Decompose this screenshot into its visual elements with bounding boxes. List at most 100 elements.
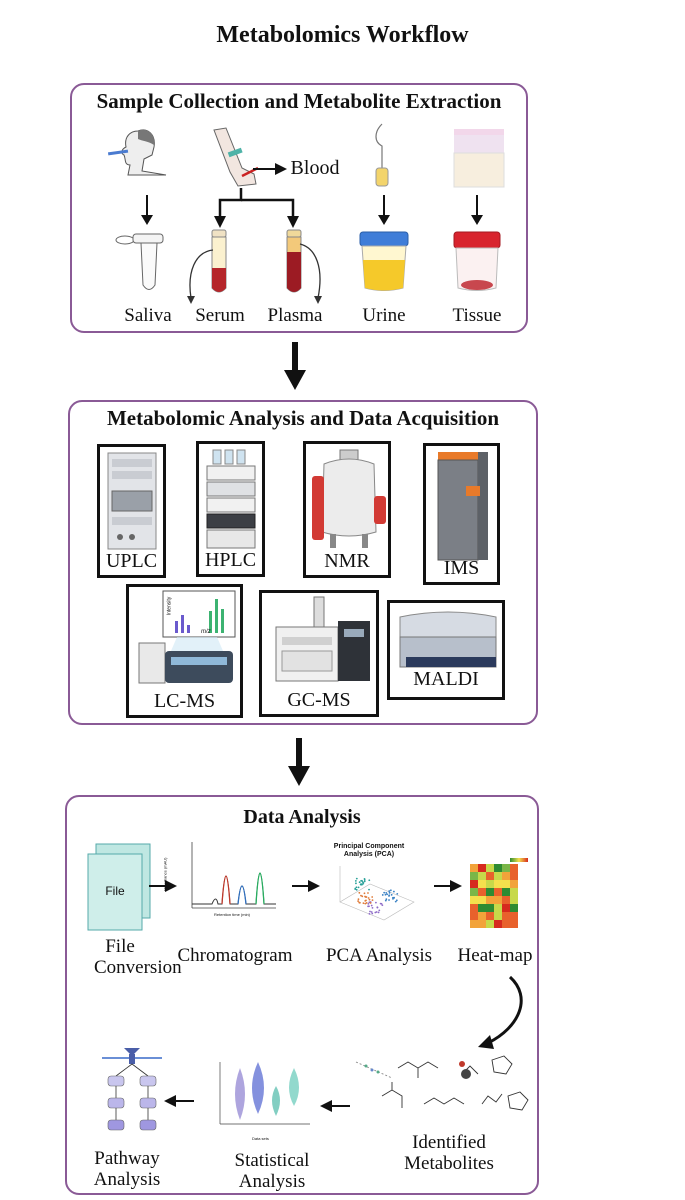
pca-point	[386, 893, 389, 896]
pca-point	[388, 894, 391, 897]
sample-collection-panel	[70, 83, 528, 333]
tissue-section-icon	[453, 129, 505, 188]
pca-point	[381, 894, 384, 896]
heatmap-cell	[502, 904, 510, 912]
heatmap-cell	[486, 880, 494, 888]
serum-tube-icon	[187, 229, 227, 304]
pathway-diagram-icon	[102, 1048, 162, 1131]
chromatogram-x-label: Retention time (min)	[214, 912, 251, 917]
heatmap-cell	[486, 888, 494, 896]
pca-point	[395, 899, 398, 902]
pca-point	[354, 888, 357, 891]
sample-label-tissue: Tissue	[452, 305, 502, 326]
arrow-down	[471, 195, 483, 225]
pca-point	[360, 894, 362, 897]
heatmap-cell	[494, 864, 502, 872]
heatmap-cell	[510, 904, 518, 912]
pca-point	[362, 882, 364, 885]
heatmap-cell	[478, 904, 486, 912]
instrument-label-gc-ms: GC-MS	[287, 689, 351, 711]
pca-point	[392, 897, 394, 900]
pca-scatter-icon	[339, 866, 415, 921]
pca-point	[368, 912, 371, 915]
pca-point	[364, 902, 367, 905]
heatmap-cell	[510, 872, 518, 880]
sample-collection-title: Sample Collection and Metabolite Extract…	[96, 89, 502, 113]
curved-arrow	[478, 975, 523, 1049]
blood-label: Blood	[290, 157, 340, 179]
heatmap-cell	[470, 872, 478, 880]
heatmap-cell	[470, 912, 478, 920]
pca-point	[363, 892, 366, 895]
metabolomic-analysis-panel	[68, 400, 538, 725]
heatmap-cell	[494, 888, 502, 896]
sample-label-plasma: Plasma	[267, 305, 323, 326]
sample-label-urine: Urine	[362, 305, 406, 326]
pca-point	[367, 892, 369, 894]
uplc-instrument-icon	[107, 452, 157, 550]
pca-title: Principal Component Analysis (PCA)	[333, 843, 405, 858]
heatmap-cell	[502, 896, 510, 904]
heatmap-cell	[502, 880, 510, 888]
instrument-label-ims: IMS	[443, 557, 480, 579]
pca-point	[368, 905, 370, 908]
pca-point	[385, 898, 388, 901]
pca-point	[355, 886, 358, 889]
heatmap-cell	[470, 864, 478, 872]
heatmap-cell	[470, 904, 478, 912]
pca-point	[359, 901, 361, 904]
pca-point	[383, 891, 386, 894]
heatmap-cell	[502, 920, 510, 928]
pca-point	[369, 910, 371, 913]
heatmap-cell	[502, 888, 510, 896]
heatmap-cell	[470, 920, 478, 928]
pca-point	[390, 893, 393, 896]
heatmap-cell	[510, 864, 518, 872]
pca-point	[367, 902, 370, 905]
arrow-down	[141, 195, 153, 225]
pca-point	[375, 901, 377, 904]
heatmap-cell	[478, 864, 486, 872]
heatmap-cell	[494, 912, 502, 920]
arrow-left	[320, 1100, 350, 1112]
heatmap-cell	[494, 880, 502, 888]
instrument-label-hplc: HPLC	[204, 549, 257, 571]
heatmap-cell	[478, 896, 486, 904]
heatmap-cell	[502, 872, 510, 880]
instrument-label-lc-ms: LC-MS	[153, 690, 216, 712]
instrument-ims: IMS	[423, 443, 500, 585]
pca-point	[365, 896, 368, 898]
pca-point	[358, 891, 361, 894]
heatmap-cell	[494, 872, 502, 880]
instrument-hplc: HPLC	[196, 441, 265, 577]
heatmap-cell	[478, 872, 486, 880]
pca-point	[371, 912, 374, 915]
heatmap-cell	[502, 912, 510, 920]
pca-point	[364, 895, 366, 898]
gc-ms-instrument-icon	[275, 596, 370, 682]
chromatogram-y-label: Absorbance (mAU)	[162, 857, 168, 892]
file-icon-text: File	[105, 884, 125, 898]
arrow-right	[434, 880, 462, 892]
file-icon	[87, 843, 151, 931]
pca-point	[357, 900, 360, 902]
step-label-chromatogram: Chromatogram	[177, 945, 293, 966]
pca-point	[371, 896, 374, 898]
step-label-file-conversion: File Conversion	[94, 936, 182, 978]
pca-point	[355, 877, 358, 880]
nmr-instrument-icon	[312, 449, 386, 548]
instrument-gc-ms: GC-MS	[259, 590, 379, 717]
pca-point	[355, 888, 358, 891]
pca-point	[357, 898, 360, 901]
instrument-lc-ms: Intensity m/z LC-MS	[126, 584, 243, 718]
pca-point	[369, 902, 372, 904]
pca-point	[361, 881, 364, 883]
heatmap-cell	[502, 864, 510, 872]
data-analysis-title: Data Analysis	[243, 806, 361, 828]
heatmap-cell	[494, 896, 502, 904]
pca-point	[384, 893, 387, 896]
pca-point	[392, 890, 395, 893]
pca-point	[367, 897, 370, 899]
pca-point	[388, 890, 391, 892]
heatmap-cell	[470, 888, 478, 896]
